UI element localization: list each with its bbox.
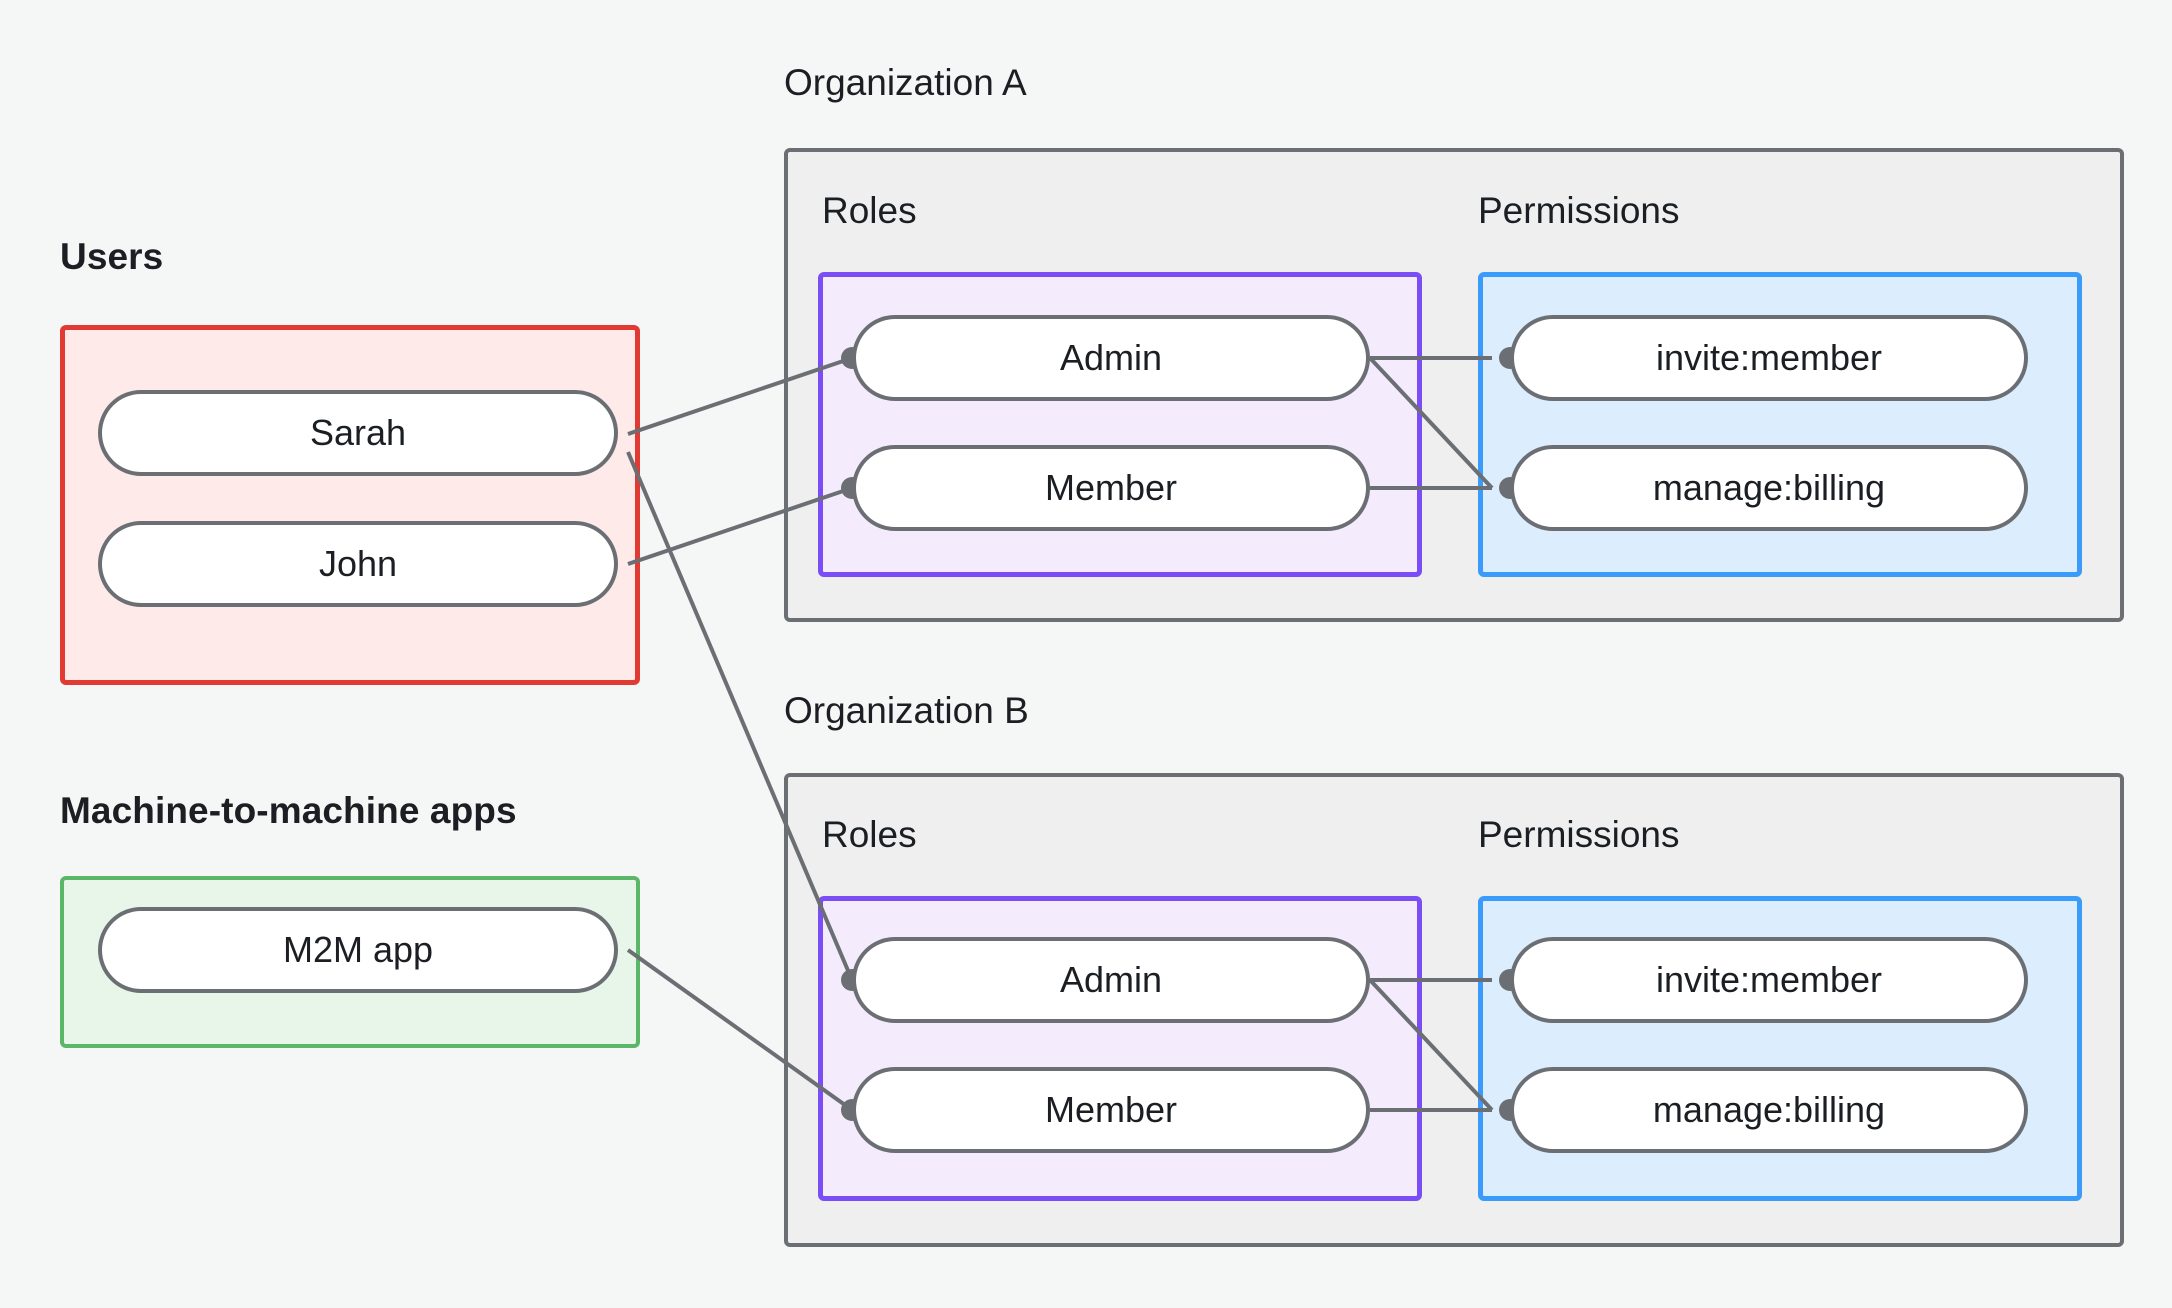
node-john[interactable]: John xyxy=(98,521,618,607)
node-org-a-role-member[interactable]: Member xyxy=(852,445,1370,531)
org-a-permissions-label: Permissions xyxy=(1478,190,1680,231)
node-org-b-role-admin[interactable]: Admin xyxy=(852,937,1370,1023)
node-sarah[interactable]: Sarah xyxy=(98,390,618,476)
org-a-roles-label: Roles xyxy=(822,190,917,231)
node-org-a-permission-invite-member[interactable]: invite:member xyxy=(1510,315,2028,401)
node-m2m-app[interactable]: M2M app xyxy=(98,907,618,993)
org-b-roles-label: Roles xyxy=(822,814,917,855)
node-org-b-permission-invite-member[interactable]: invite:member xyxy=(1510,937,2028,1023)
node-org-b-permission-manage-billing[interactable]: manage:billing xyxy=(1510,1067,2028,1153)
node-org-a-permission-manage-billing[interactable]: manage:billing xyxy=(1510,445,2028,531)
users-container xyxy=(60,325,640,685)
org-b-label: Organization B xyxy=(784,690,1029,731)
users-group-label: Users xyxy=(60,236,164,277)
node-org-a-role-admin[interactable]: Admin xyxy=(852,315,1370,401)
org-b-permissions-label: Permissions xyxy=(1478,814,1680,855)
org-a-label: Organization A xyxy=(784,62,1027,103)
m2m-group-label: Machine-to-machine apps xyxy=(60,790,517,831)
node-org-b-role-member[interactable]: Member xyxy=(852,1067,1370,1153)
